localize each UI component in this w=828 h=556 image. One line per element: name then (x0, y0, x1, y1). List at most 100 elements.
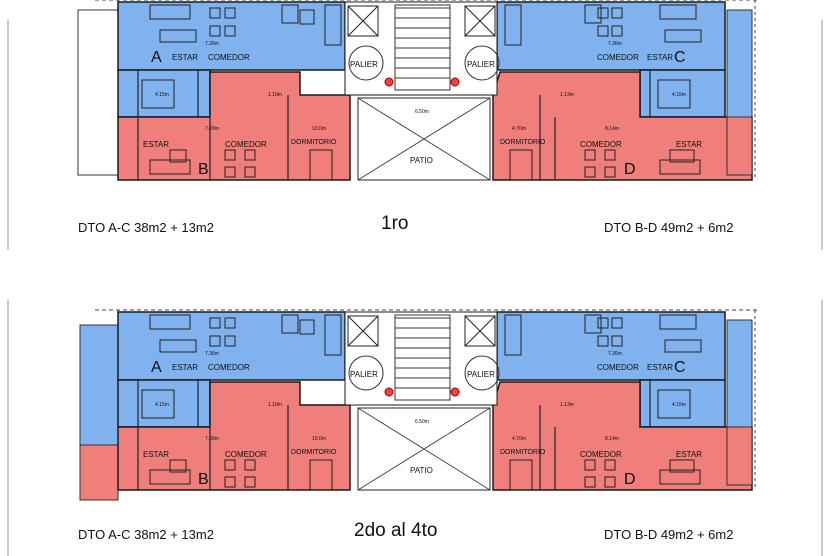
dimension-label: 1.13m (560, 402, 574, 408)
furniture (324, 4, 342, 46)
furniture (509, 459, 533, 491)
elevator-cross (347, 315, 379, 347)
palier-circle (348, 45, 384, 81)
left-balcony-a (79, 324, 119, 446)
furniture (657, 389, 691, 419)
unit-b (117, 381, 351, 491)
furniture (209, 335, 221, 347)
furniture (224, 459, 236, 471)
furniture (224, 317, 236, 329)
unit-a-living (117, 311, 346, 381)
dimension-label: 4.15m (672, 402, 686, 408)
furniture (309, 459, 333, 491)
room-label-comedor: COMEDOR (597, 53, 639, 62)
room-label-comedor: COMEDOR (597, 363, 639, 372)
dimension-label: 10.0m (312, 436, 326, 442)
furniture (669, 149, 695, 163)
furniture (141, 79, 175, 109)
furniture (244, 476, 256, 488)
stairwell (394, 4, 451, 91)
furniture (149, 4, 191, 20)
palier-circle (464, 45, 500, 81)
palier-label: PALIER (467, 60, 495, 69)
caption-right-1: DTO B-D 49m2 + 6m2 (604, 220, 734, 235)
elevator-cross (464, 315, 496, 347)
furniture (159, 339, 197, 353)
furniture (611, 317, 623, 329)
fire-extinguisher-icon (384, 77, 394, 87)
furniture (659, 4, 697, 20)
furniture (224, 166, 236, 178)
furniture (159, 29, 197, 43)
unit-b (117, 71, 351, 181)
interior-wall (137, 380, 651, 490)
furniture (611, 335, 623, 347)
right-balcony-d (726, 116, 753, 176)
room-label-dormitorio: DORMITORIO (500, 139, 546, 146)
unit-d-label: D (624, 161, 636, 178)
furniture (244, 149, 256, 161)
furniture (224, 7, 236, 19)
dimension-label: 7.36m (608, 351, 622, 357)
dimension-label: 7.36m (608, 41, 622, 47)
furniture (224, 25, 236, 37)
unit-a-bedroom (117, 379, 211, 428)
unit-c-label: C (674, 49, 686, 66)
furniture (604, 476, 616, 488)
palier-label: PALIER (350, 370, 378, 379)
furniture (281, 4, 299, 24)
room-label-estar: ESTAR (172, 53, 198, 62)
elevator-cross (464, 5, 496, 37)
furniture (664, 29, 702, 43)
furniture (584, 166, 596, 178)
left-balcony-b (79, 444, 119, 501)
furniture (224, 335, 236, 347)
room-label-estar: ESTAR (143, 140, 169, 149)
right-balcony-d (726, 426, 753, 486)
dimension-label: 4.15m (155, 92, 169, 98)
furniture (509, 149, 533, 181)
furniture (141, 389, 175, 419)
caption-left-1: DTO A-C 38m2 + 13m2 (78, 220, 214, 235)
furniture (209, 7, 221, 19)
furniture (584, 459, 596, 471)
furniture (669, 459, 695, 473)
furniture (299, 319, 315, 335)
room-label-estar: ESTAR (676, 450, 702, 459)
palier-circle (464, 355, 500, 391)
furniture (604, 459, 616, 471)
room-label-estar: ESTAR (647, 363, 673, 372)
palier-label: PALIER (350, 60, 378, 69)
palier-label: PALIER (467, 370, 495, 379)
fire-extinguisher-icon (450, 387, 460, 397)
furniture (504, 4, 522, 46)
unit-d (492, 381, 753, 491)
furniture (244, 459, 256, 471)
dimension-label: 10.0m (312, 126, 326, 132)
furniture (504, 314, 522, 356)
dimension-label: 4.15m (155, 402, 169, 408)
dimension-label: 8.14m (605, 436, 619, 442)
unit-a-label: A (151, 49, 162, 66)
fire-extinguisher-icon (450, 77, 460, 87)
furniture (169, 459, 187, 473)
caption-right-2: DTO B-D 49m2 + 6m2 (604, 527, 734, 542)
unit-b-label: B (198, 161, 209, 178)
furniture (584, 314, 602, 334)
furniture (584, 149, 596, 161)
furniture (604, 166, 616, 178)
unit-c-living (496, 311, 726, 381)
dimension-label: 7.09m (205, 436, 219, 442)
unit-a-label: A (151, 359, 162, 376)
room-label-comedor: COMEDOR (580, 140, 622, 149)
room-label-estar: ESTAR (143, 450, 169, 459)
furniture (584, 4, 602, 24)
dimension-label: 4.70m (512, 126, 526, 132)
dimension-label: 1.13m (560, 92, 574, 98)
patio-cross (357, 407, 491, 491)
furniture (149, 314, 191, 330)
right-balcony-c (726, 319, 753, 428)
